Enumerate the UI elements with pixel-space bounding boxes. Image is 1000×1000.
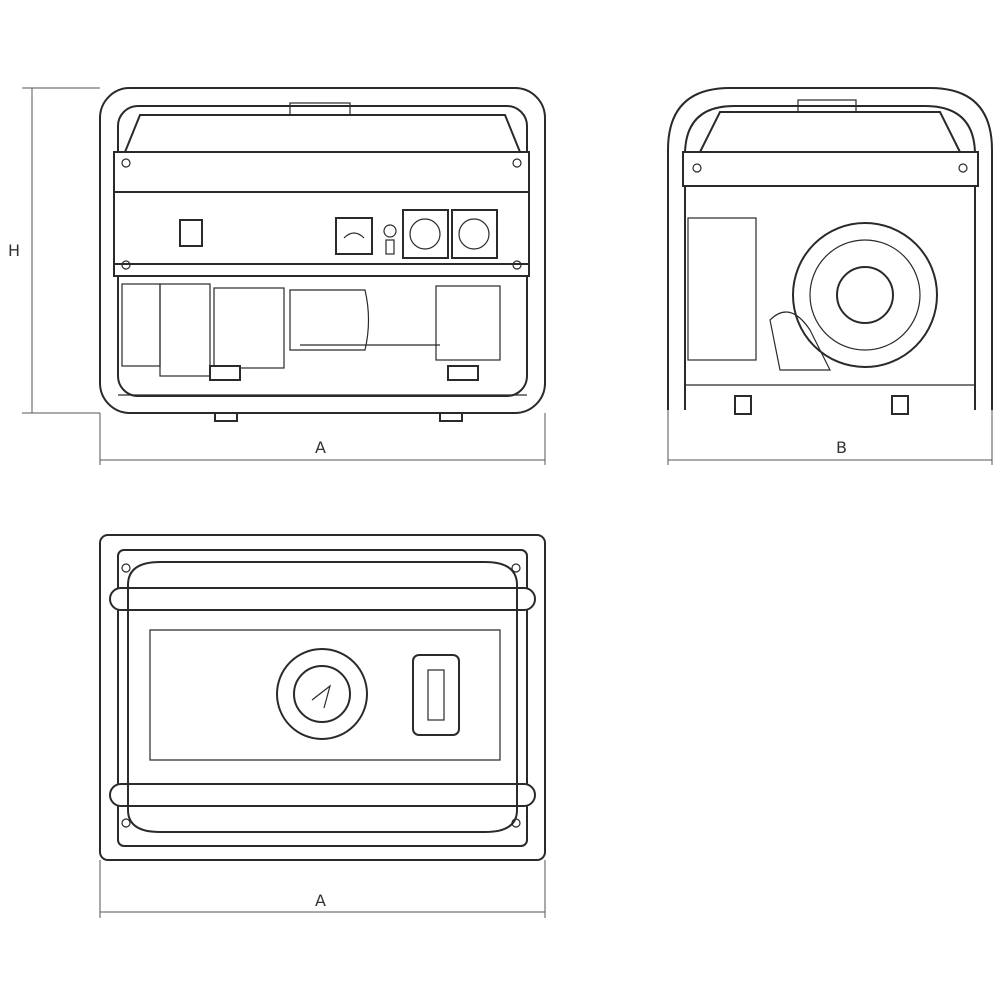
bolt-icon	[512, 158, 522, 168]
side-frame-inner	[684, 105, 976, 410]
tank-cap-icon	[276, 648, 368, 740]
bolt-icon	[121, 260, 131, 270]
starter-handle	[769, 311, 831, 371]
power-switch-icon	[179, 219, 203, 247]
tank-cap-grip	[293, 665, 351, 723]
engine-mount	[447, 365, 479, 381]
foot	[734, 395, 752, 415]
height-label: H	[8, 241, 20, 260]
front-width-dimension: A	[99, 413, 546, 465]
voltmeter-dial	[343, 232, 365, 239]
breaker-icon	[383, 224, 397, 238]
height-dimension: H	[8, 87, 100, 414]
top-frame-outer	[99, 534, 546, 861]
lower-crossbar	[113, 263, 530, 277]
top-handle-bar	[109, 783, 536, 807]
bolt-icon	[692, 163, 702, 173]
bolt-icon	[511, 563, 521, 573]
foot	[439, 412, 463, 422]
top-handle-bar	[109, 587, 536, 611]
starter-hub	[836, 266, 894, 324]
side-fuel-tank	[698, 111, 962, 153]
socket-face	[409, 218, 441, 250]
side-depth-dimension: B	[667, 410, 993, 465]
bolt-icon	[121, 563, 131, 573]
side-view	[667, 87, 993, 415]
top-width-label: A	[315, 891, 326, 910]
recoil-starter	[792, 222, 938, 368]
socket-face	[458, 218, 490, 250]
bolt-icon	[958, 163, 968, 173]
cap-arrow-icon	[311, 684, 332, 709]
side-tank-cap	[797, 99, 857, 113]
front-frame-outer	[99, 87, 546, 414]
front-width-label: A	[315, 438, 326, 457]
bolt-icon	[511, 818, 521, 828]
carburetor-cover	[159, 283, 211, 377]
front-view	[99, 87, 546, 422]
tank-cap-base	[289, 102, 351, 116]
panel-box	[687, 217, 757, 361]
top-view	[99, 534, 546, 861]
foot	[214, 412, 238, 422]
side-crossbar	[682, 151, 979, 187]
alternator	[289, 289, 370, 351]
side-depth-label: B	[836, 438, 847, 457]
engine-block	[213, 287, 285, 369]
top-fuel-tank	[127, 561, 518, 833]
socket-icon	[451, 209, 498, 259]
fuel-gauge-icon	[412, 654, 460, 736]
engine-mount	[209, 365, 241, 381]
control-panel	[113, 191, 530, 265]
bolt-icon	[512, 260, 522, 270]
air-filter	[121, 283, 161, 367]
foot	[891, 395, 909, 415]
bolt-icon	[121, 158, 131, 168]
socket-icon	[402, 209, 449, 259]
bolt-icon	[121, 818, 131, 828]
breaker-button	[385, 239, 395, 255]
top-width-dimension: A	[99, 860, 546, 918]
side-frame-outer	[667, 87, 993, 410]
fuel-tank	[123, 114, 522, 153]
top-tank-recess	[149, 629, 501, 761]
alternator-end-cap	[435, 285, 501, 361]
fuel-gauge-window	[427, 669, 445, 721]
recoil-starter-fins	[809, 239, 921, 351]
voltmeter-icon	[335, 217, 373, 255]
top-frame-inner	[117, 549, 528, 847]
top-crossbar	[113, 151, 530, 193]
